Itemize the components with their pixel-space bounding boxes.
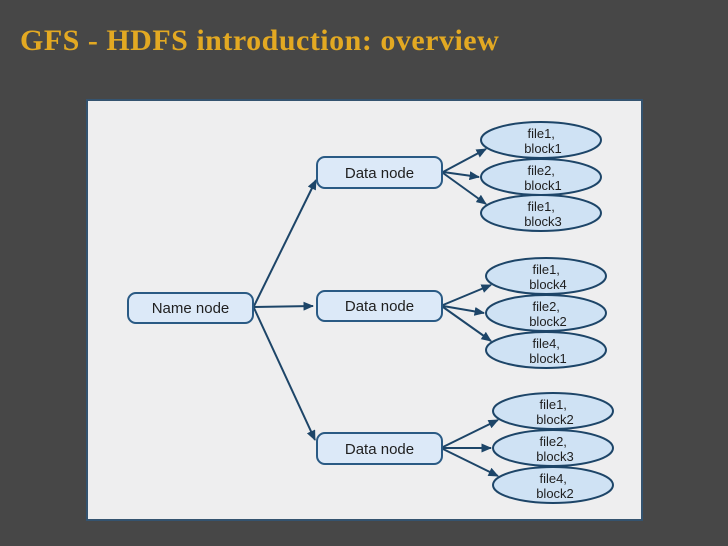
- edge-datanode-1-replica-3: [442, 172, 487, 205]
- edge-namenode-to-datanode-2: [253, 301, 314, 311]
- slide-title: GFS - HDFS introduction: overview: [20, 24, 500, 57]
- edge-datanode-1-replica-1: [442, 148, 487, 173]
- replica-label-1-1: file1, block1: [524, 126, 562, 156]
- edge-datanode-3-replica-3: [442, 448, 499, 477]
- replica-ellipse-1-3: [480, 194, 602, 232]
- edge-datanode-3-replica-1: [442, 419, 499, 448]
- name-node-label: Name node: [152, 300, 230, 317]
- replica-label-3-3: file4, block2: [536, 471, 574, 501]
- edge-datanode-1-replica-2: [442, 171, 480, 181]
- hdfs-architecture-diagram: Name node Data node Data node Data node …: [127, 121, 614, 504]
- data-node-3-label: Data node: [345, 441, 414, 458]
- replica-label-2-2: file2, block2: [529, 299, 567, 329]
- edge-datanode-2-replica-2: [442, 305, 485, 316]
- name-node-box: [127, 292, 254, 324]
- data-node-1-label: Data node: [345, 165, 414, 182]
- replica-label-1-3: file1, block3: [524, 199, 562, 229]
- replica-label-2-1: file1, block4: [529, 262, 567, 292]
- replica-ellipse-2-3: [485, 331, 607, 369]
- replica-label-3-2: file2, block3: [536, 434, 574, 464]
- data-node-3-box: [316, 432, 443, 465]
- data-node-2-box: [316, 290, 443, 322]
- replica-ellipse-3-3: [492, 466, 614, 504]
- data-node-2-label: Data node: [345, 298, 414, 315]
- edge-namenode-to-datanode-3: [253, 307, 316, 441]
- content-panel: Name node Data node Data node Data node …: [86, 99, 643, 521]
- edge-namenode-to-datanode-1: [253, 179, 317, 307]
- edge-datanode-2-replica-3: [442, 306, 492, 342]
- edge-datanode-2-replica-1: [442, 284, 492, 306]
- replica-label-2-3: file4, block1: [529, 336, 567, 366]
- replica-label-3-1: file1, block2: [536, 397, 574, 427]
- replica-label-1-2: file2, block1: [524, 163, 562, 193]
- data-node-1-box: [316, 156, 443, 189]
